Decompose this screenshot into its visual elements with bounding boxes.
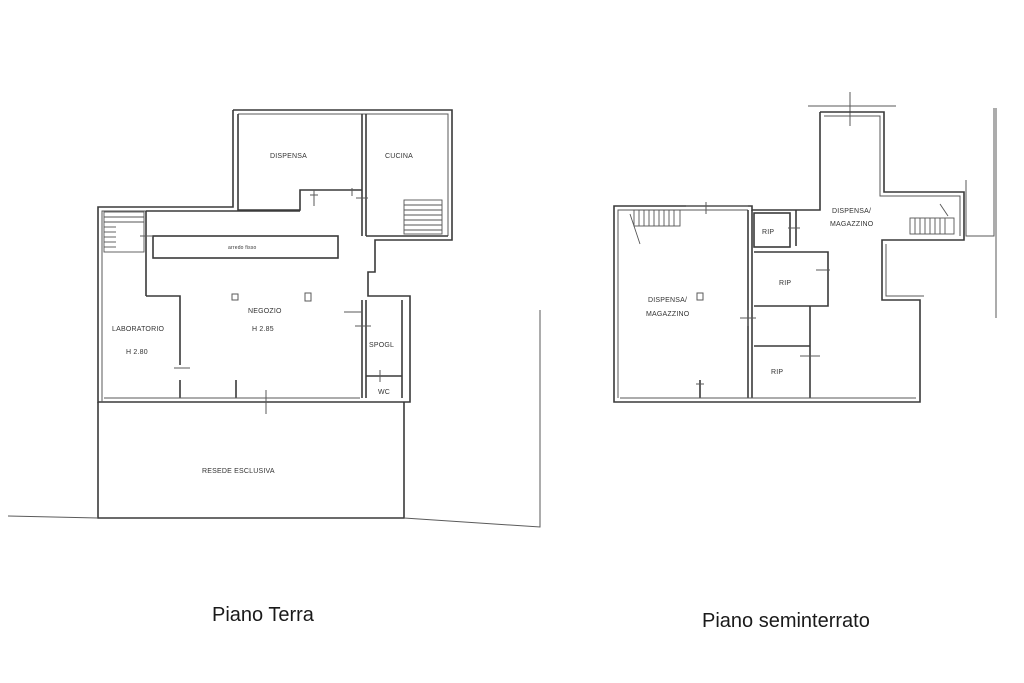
piano-terra-outer-wall [97,109,453,403]
caption-piano-terra: Piano Terra [212,604,314,626]
arredo-fisso-block [152,235,339,259]
room-label-rip-2: RIP [779,280,791,287]
stairs-seminterrato-right [909,203,955,235]
room-label-dispensa-left-2: MAGAZZINO [646,311,690,318]
room-label-rip-3: RIP [771,369,783,376]
piano-terra-markers [140,188,381,414]
room-label-dispensa: DISPENSA [270,153,307,160]
resede-esclusiva-boundary [97,402,405,519]
piano-seminterrato-outer-wall [613,111,965,403]
room-label-negozio: NEGOZIO [248,308,282,315]
piano-terra-inner-walls [237,114,362,211]
room-label-cucina: CUCINA [385,153,413,160]
room-label-spogl: SPOGL [369,342,394,349]
room-label-dispensa-right-1: DISPENSA/ [832,208,871,215]
piano-seminterrato-plan: DISPENSA/ MAGAZZINO DISPENSA/ MAGAZZINO … [613,92,997,403]
room-label-rip-1: RIP [762,229,774,236]
room-label-dispensa-left-1: DISPENSA/ [648,297,687,304]
room-label-laboratorio: LABORATORIO [112,326,164,333]
rip-room-1 [753,212,791,248]
caption-piano-seminterrato: Piano seminterrato [702,610,870,632]
stairs-laboratorio [103,211,145,253]
stairs-seminterrato-left [629,209,681,245]
piano-terra-plan: DISPENSA CUCINA arredo fisso NEGOZIO H 2… [7,109,541,528]
room-label-arredo-fisso: arredo fisso [228,245,257,251]
room-label-negozio-height: H 2.85 [252,326,274,333]
stairs-cucina [403,199,443,235]
piano-seminterrato-markers [696,227,830,385]
room-label-dispensa-right-2: MAGAZZINO [830,221,874,228]
room-label-wc: WC [378,389,390,396]
room-label-resede: RESEDE ESCLUSIVA [202,468,275,475]
room-label-laboratorio-height: H 2.80 [126,349,148,356]
